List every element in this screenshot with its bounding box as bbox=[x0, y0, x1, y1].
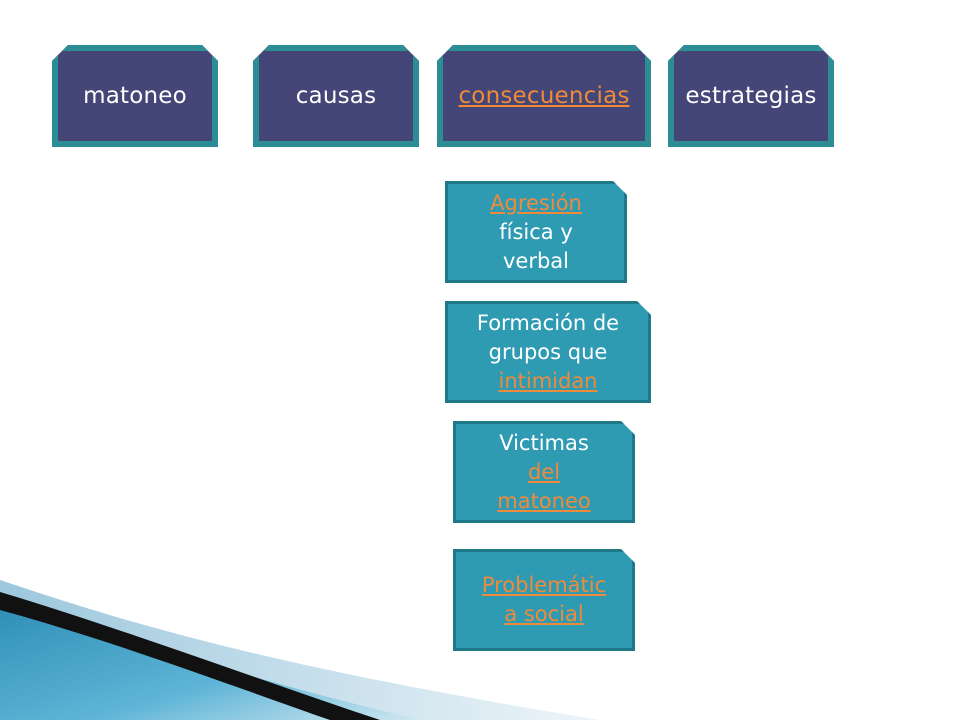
card-text: física y bbox=[499, 219, 573, 244]
tab-label: causas bbox=[295, 83, 377, 109]
tab-label: consecuencias bbox=[458, 83, 630, 109]
card-text: verbal bbox=[502, 248, 569, 273]
card-text: grupos que bbox=[488, 339, 608, 364]
tab-estrategias[interactable]: estrategias bbox=[668, 45, 834, 147]
agresion-link[interactable]: Agresión bbox=[490, 190, 582, 215]
tab-matoneo[interactable]: matoneo bbox=[52, 45, 218, 147]
problematica-link[interactable]: Problemátic bbox=[481, 573, 607, 597]
consequence-card-problematica: Problemátic a social bbox=[453, 549, 635, 651]
tab-label: estrategias bbox=[685, 83, 817, 109]
intimidan-link[interactable]: intimidan bbox=[498, 368, 598, 393]
problematica-link-cont[interactable]: a social bbox=[504, 602, 584, 626]
card-text: Victimas bbox=[499, 430, 589, 455]
matoneo-link[interactable]: matoneo bbox=[497, 488, 591, 513]
tab-consecuencias[interactable]: consecuencias bbox=[437, 45, 651, 147]
tab-causas[interactable]: causas bbox=[253, 45, 419, 147]
tab-label: matoneo bbox=[83, 83, 187, 109]
consequence-card-victimas: Victimas del matoneo bbox=[453, 421, 635, 523]
card-text: Formación de bbox=[476, 310, 620, 335]
del-link[interactable]: del bbox=[527, 459, 561, 484]
consequence-card-formacion: Formación de grupos que intimidan bbox=[445, 301, 651, 403]
consequence-card-agresion: Agresión física y verbal bbox=[445, 181, 627, 283]
